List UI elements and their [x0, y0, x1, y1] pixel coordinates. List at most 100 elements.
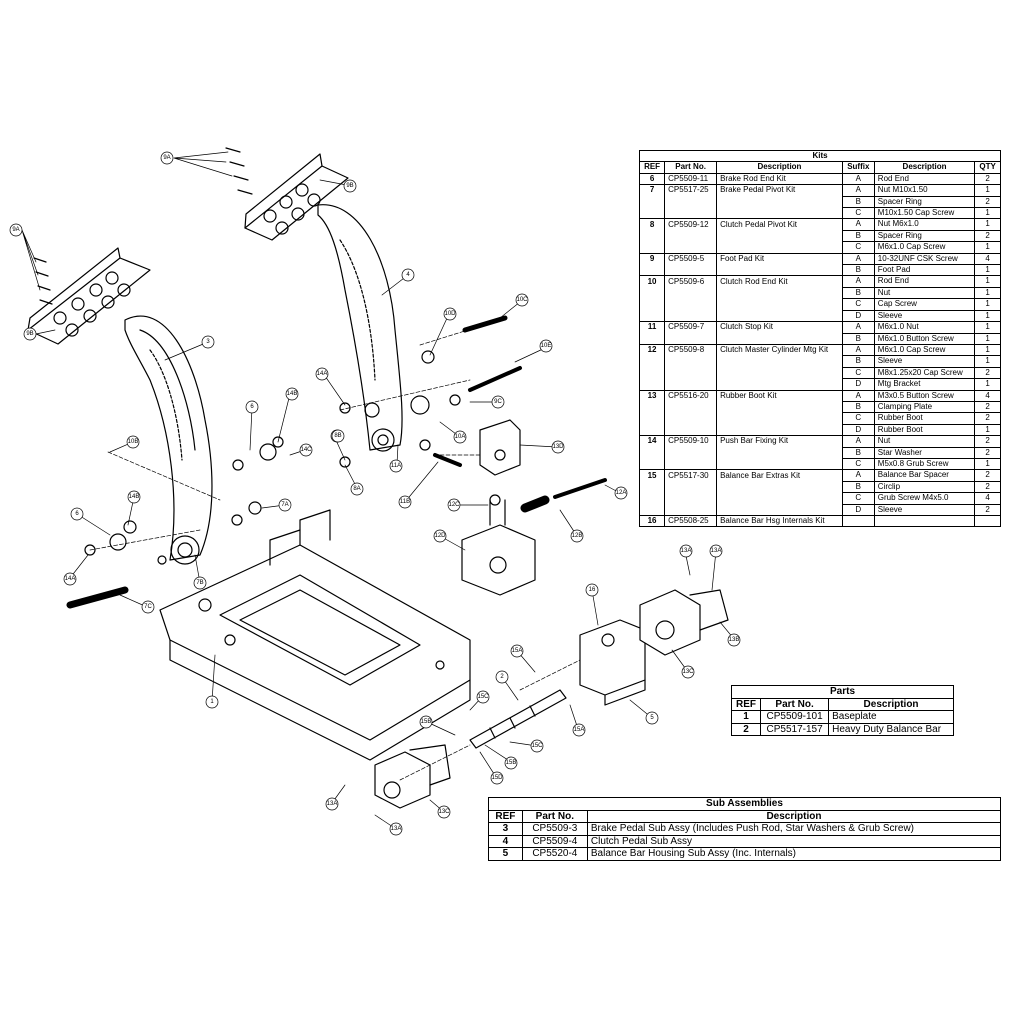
callout-text: 10D: [444, 311, 456, 317]
callout-13A: 13A: [325, 797, 339, 811]
kit-description: Rubber Boot Kit: [716, 389, 843, 402]
kit-item-description: M6x1.0 Button Screw: [873, 332, 976, 345]
callout-text: 9C: [494, 399, 502, 405]
kit-suffix: C: [841, 412, 875, 425]
kit-description: [716, 424, 843, 437]
kit-description: [716, 241, 843, 254]
kit-qty: 2: [974, 480, 1001, 494]
kits-header-cell: Description: [716, 161, 843, 174]
kit-suffix: A: [841, 389, 875, 402]
kit-part-no: [664, 196, 718, 208]
kit-description: Brake Pedal Pivot Kit: [716, 184, 843, 197]
callout-text: 13C: [682, 669, 694, 675]
subs-part-no: CP5509-4: [521, 834, 588, 849]
kit-part-no: [664, 230, 718, 242]
kit-ref: 7: [638, 184, 666, 197]
kit-ref: [638, 504, 666, 517]
kit-description: [716, 355, 843, 368]
kit-suffix: A: [841, 469, 875, 482]
kit-description: Clutch Master Cylinder Mtg Kit: [716, 343, 843, 356]
kit-item-description: Star Washer: [873, 446, 976, 459]
kit-suffix: B: [841, 264, 875, 277]
callout-text: 9B: [346, 183, 353, 189]
callout-text: 12C: [448, 502, 460, 508]
kit-part-no: CP5509-11: [664, 172, 718, 186]
kit-qty: 1: [974, 378, 1001, 391]
kit-suffix: B: [841, 480, 875, 494]
kit-qty: 1: [974, 241, 1001, 254]
kit-suffix: A: [841, 172, 875, 186]
callout-text: 9A: [12, 227, 19, 233]
kit-part-no: CP5516-20: [664, 389, 718, 402]
callout-12B: 12B: [570, 529, 584, 543]
clutch-pedal-arm: [317, 204, 403, 452]
callout-11B: 11B: [398, 495, 412, 509]
callout-12D: 12D: [433, 529, 447, 543]
callout-13C: 13C: [681, 665, 695, 679]
kit-ref: [638, 196, 666, 208]
kit-suffix: B: [841, 195, 875, 209]
kit-item-description: 10-32UNF CSK Screw: [873, 252, 976, 266]
callout-text: 15B: [421, 719, 432, 725]
callout-7C: 7C: [141, 600, 155, 614]
callout-13A: 13A: [709, 544, 723, 558]
kit-qty: 1: [974, 355, 1001, 368]
kit-item-description: M10x1.50 Cap Screw: [873, 207, 976, 220]
kit-part-no: [664, 241, 718, 254]
kit-qty: 2: [974, 400, 1001, 414]
kit-suffix: C: [841, 457, 875, 471]
parts-title: Parts: [731, 685, 954, 699]
kit-qty: 4: [974, 492, 1001, 505]
callout-5: 5: [645, 711, 659, 725]
kit-item-description: M6x1.0 Cap Screw: [873, 241, 976, 254]
kit-item-description: M5x0.8 Grub Screw: [873, 457, 976, 471]
kit-qty: 2: [974, 366, 1001, 380]
subs-ref: 3: [488, 822, 523, 836]
kit-description: Balance Bar Extras Kit: [716, 469, 843, 482]
kit-ref: [638, 481, 666, 493]
callout-text: 10A: [455, 434, 466, 440]
kit-description: Clutch Rod End Kit: [716, 275, 843, 288]
kit-part-no: CP5509-6: [664, 275, 718, 288]
kit-ref: 15: [638, 469, 666, 482]
callout-13C: 13C: [437, 805, 451, 819]
callout-13B: 13B: [727, 633, 741, 647]
callout-text: 15D: [491, 775, 503, 781]
kit-description: [716, 412, 843, 425]
kit-part-no: [664, 333, 718, 345]
kit-item-description: Nut: [873, 435, 976, 448]
callout-10A: 10A: [453, 430, 467, 444]
kit-item-description: Spacer Ring: [873, 195, 976, 209]
callout-13A: 13A: [389, 822, 403, 836]
parts-description: Baseplate: [828, 710, 954, 724]
parts-header-cell: Description: [828, 697, 954, 712]
kit-item-description: Rod End: [873, 172, 976, 186]
kit-suffix: B: [841, 446, 875, 459]
callout-text: 13C: [438, 809, 450, 815]
callout-text: 14A: [317, 371, 328, 377]
kit-description: Clutch Pedal Pivot Kit: [716, 218, 843, 231]
kit-part-no: [664, 207, 718, 220]
leader-lines: [89, 319, 581, 781]
callout-text: 9A: [163, 155, 170, 161]
kit-qty: 1: [974, 423, 1001, 437]
